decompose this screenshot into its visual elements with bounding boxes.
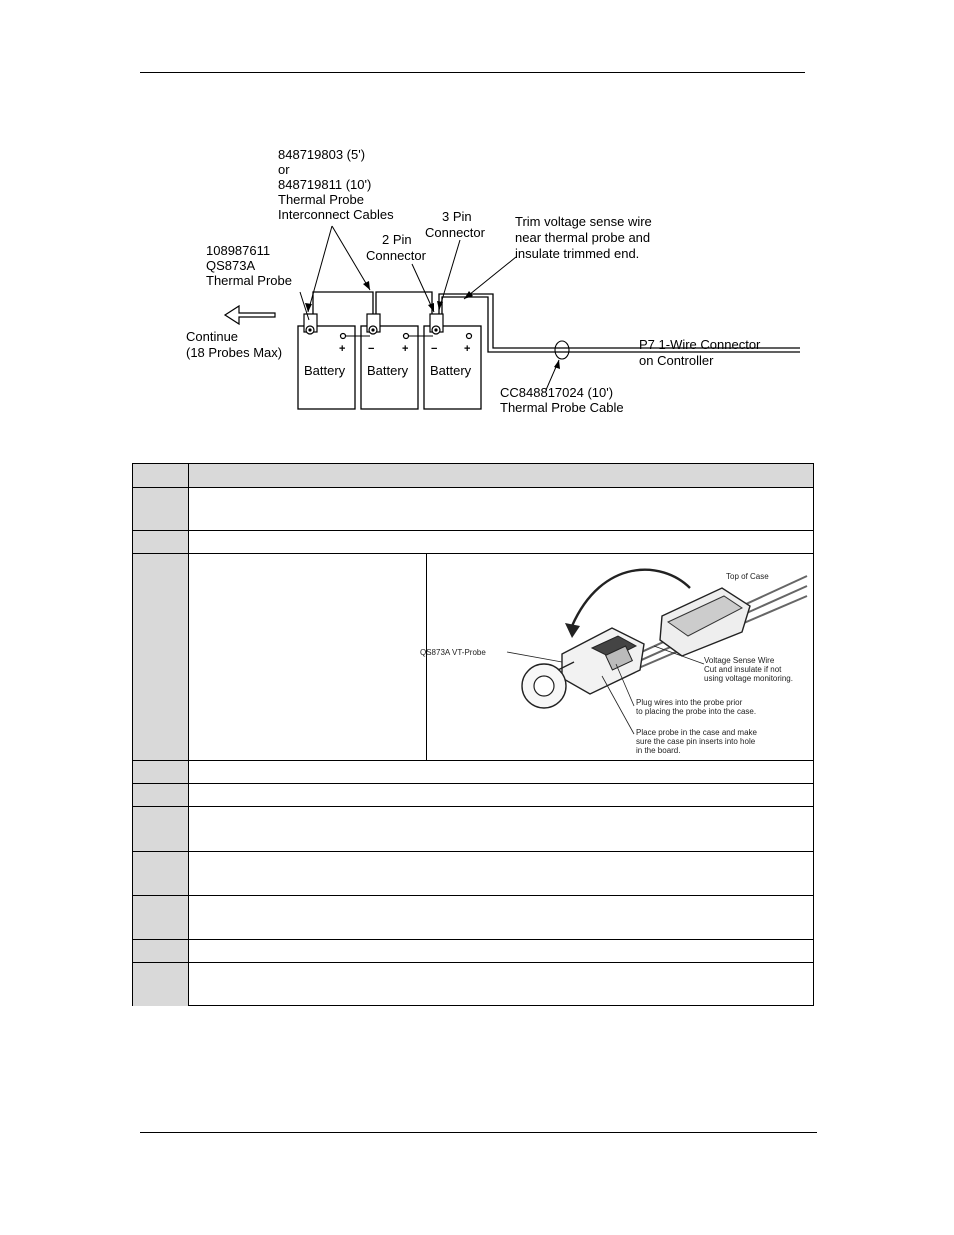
header-rule bbox=[140, 72, 805, 73]
trim-voltage-label: Trim voltage sense wire near thermal pro… bbox=[515, 214, 655, 261]
battery-2 bbox=[360, 325, 419, 410]
p7-connector-label: P7 1-Wire Connector on Controller bbox=[639, 337, 764, 368]
table-row bbox=[133, 939, 813, 963]
procedure-table bbox=[132, 463, 814, 1006]
table-row bbox=[133, 487, 813, 531]
continue-label: Continue (18 Probes Max) bbox=[186, 329, 282, 360]
vt-probe-label: QS873A VT-Probe bbox=[420, 648, 486, 657]
thermal-probe-cable bbox=[438, 293, 800, 349]
cable-marker bbox=[554, 340, 570, 360]
battery-1 bbox=[297, 325, 356, 410]
table-row bbox=[133, 895, 813, 940]
table-row bbox=[133, 760, 813, 784]
cable-part-label: 848719803 (5') or 848719811 (10') Therma… bbox=[278, 147, 394, 222]
continue-arrow bbox=[223, 304, 276, 326]
place-probe-label: Place probe in the case and make sure th… bbox=[636, 728, 759, 755]
voltage-sense-wire-label: Voltage Sense Wire Cut and insulate if n… bbox=[704, 656, 793, 683]
battery-2-label: Battery bbox=[367, 363, 409, 378]
probe-cable-label: CC848817024 (10') Thermal Probe Cable bbox=[500, 385, 624, 415]
table-row bbox=[133, 553, 813, 761]
table-row bbox=[133, 783, 813, 807]
battery-3 bbox=[423, 325, 482, 410]
plug-wires-label: Plug wires into the probe prior to placi… bbox=[636, 698, 756, 716]
two-pin-connector-label: 2 Pin Connector bbox=[366, 232, 427, 263]
footer-rule bbox=[140, 1132, 817, 1133]
interconnect-cable-2 bbox=[375, 291, 433, 314]
battery-3-plus: + bbox=[464, 343, 470, 355]
table-row bbox=[133, 962, 813, 1006]
thermal-probe-label: 108987611 QS873A Thermal Probe bbox=[206, 243, 292, 288]
battery-2-plus: + bbox=[402, 343, 408, 355]
thermal-probe-wiring-diagram: Battery Battery Battery + − + − + 848719… bbox=[186, 147, 800, 415]
table-row bbox=[133, 530, 813, 554]
table-header-row bbox=[133, 464, 813, 487]
battery-1-label: Battery bbox=[304, 363, 346, 378]
battery-3-label: Battery bbox=[430, 363, 472, 378]
battery-1-plus: + bbox=[339, 343, 345, 355]
battery-3-minus: − bbox=[431, 343, 437, 355]
three-pin-connector-label: 3 Pin Connector bbox=[425, 209, 486, 240]
table-row bbox=[133, 851, 813, 896]
probe-assembly-illustration: Top of Case QS873A VT-Probe Voltage Sens… bbox=[420, 568, 808, 755]
table-row bbox=[133, 806, 813, 852]
battery-2-minus: − bbox=[368, 343, 374, 355]
top-of-case-label: Top of Case bbox=[726, 572, 769, 581]
interconnect-cable-1 bbox=[312, 291, 374, 314]
